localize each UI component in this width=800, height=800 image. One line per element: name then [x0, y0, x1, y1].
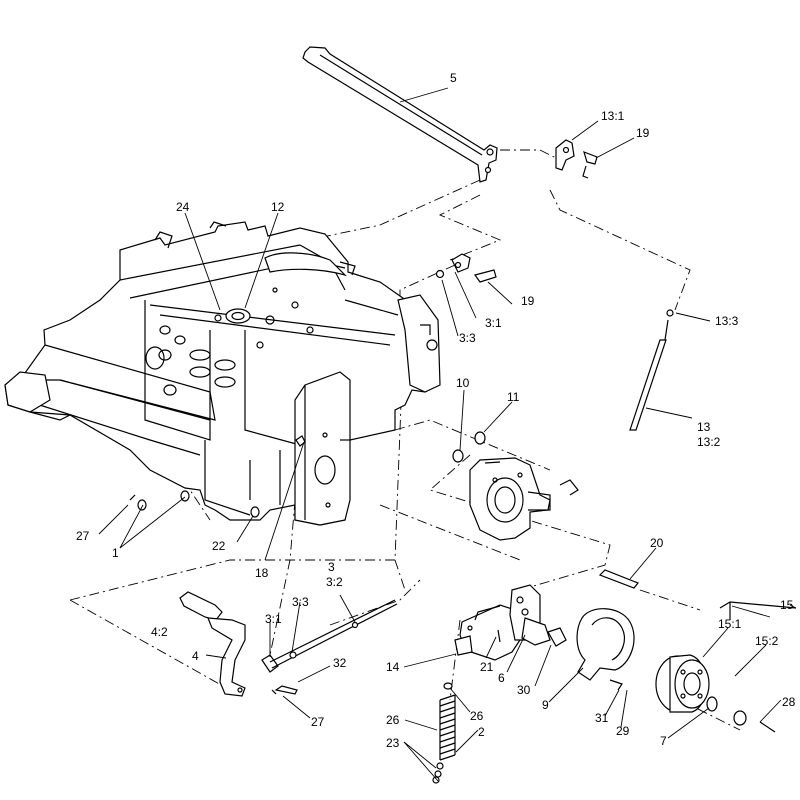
pedal-part-4: [179, 591, 246, 697]
callout-3-1: 3:1: [265, 612, 282, 626]
callout-29: 29: [616, 724, 630, 738]
callout-21: 21: [480, 660, 494, 674]
callout-11: 11: [507, 390, 520, 404]
brake-drum-part-15: [655, 601, 797, 733]
callout-19: 19: [521, 294, 535, 308]
callout-3-3: 3:3: [292, 595, 309, 609]
bolt-part-20: [598, 569, 639, 589]
callout-22: 22: [212, 539, 226, 553]
brake-linkage: [454, 584, 567, 661]
rod-part-13: [629, 309, 674, 431]
callout-12: 12: [271, 200, 285, 214]
callout-30: 30: [517, 683, 531, 697]
callout-13-1: 13:1: [601, 109, 625, 123]
callout-26: 26: [386, 713, 400, 727]
callout-3-2: 3:2: [326, 575, 343, 589]
callout-27: 27: [311, 715, 325, 729]
bracket-part-13-1: [555, 139, 598, 179]
callout-19: 19: [636, 126, 650, 140]
callout-labels: 5 13:1 19 24 12 19 3:1 3:3 13:3 10 11 13…: [76, 71, 796, 750]
callout-28: 28: [782, 695, 796, 709]
assembly-lines: [69, 149, 741, 731]
callout-13-3: 13:3: [715, 314, 739, 328]
leader-lines: [98, 87, 797, 782]
rod-part-5: [302, 46, 498, 183]
callout-15: 15: [780, 598, 794, 612]
callout-27: 27: [76, 529, 90, 543]
callout-31: 31: [595, 711, 609, 725]
pump-assembly: [452, 431, 579, 541]
callout-10: 10: [456, 376, 470, 390]
callout-3-1: 3:1: [485, 316, 502, 330]
callout-3-3: 3:3: [459, 331, 476, 345]
callout-4-2: 4:2: [151, 625, 168, 639]
callout-6: 6: [498, 671, 505, 685]
callout-20: 20: [650, 536, 664, 550]
spring-part-2: [432, 682, 456, 784]
rod-part-3: [261, 599, 398, 695]
callout-4: 4: [192, 649, 199, 663]
callout-2: 2: [478, 725, 485, 739]
callout-7: 7: [660, 734, 667, 748]
linkage-upper: [435, 253, 497, 283]
callout-32: 32: [333, 656, 347, 670]
callout-15-1: 15:1: [718, 617, 742, 631]
callout-9: 9: [542, 698, 549, 712]
callout-13-2: 13:2: [697, 435, 721, 449]
callout-14: 14: [386, 660, 400, 674]
chassis-frame: [4, 221, 441, 526]
callout-23: 23: [386, 736, 400, 750]
callout-1: 1: [112, 546, 119, 560]
callout-18: 18: [255, 566, 269, 580]
callout-5: 5: [450, 71, 457, 85]
callout-13: 13: [697, 420, 711, 434]
callout-15-2: 15:2: [755, 634, 779, 648]
callout-24: 24: [176, 200, 190, 214]
brake-band-part-9: [576, 608, 635, 691]
callout-26: 26: [470, 709, 484, 723]
callout-3: 3: [328, 560, 335, 574]
